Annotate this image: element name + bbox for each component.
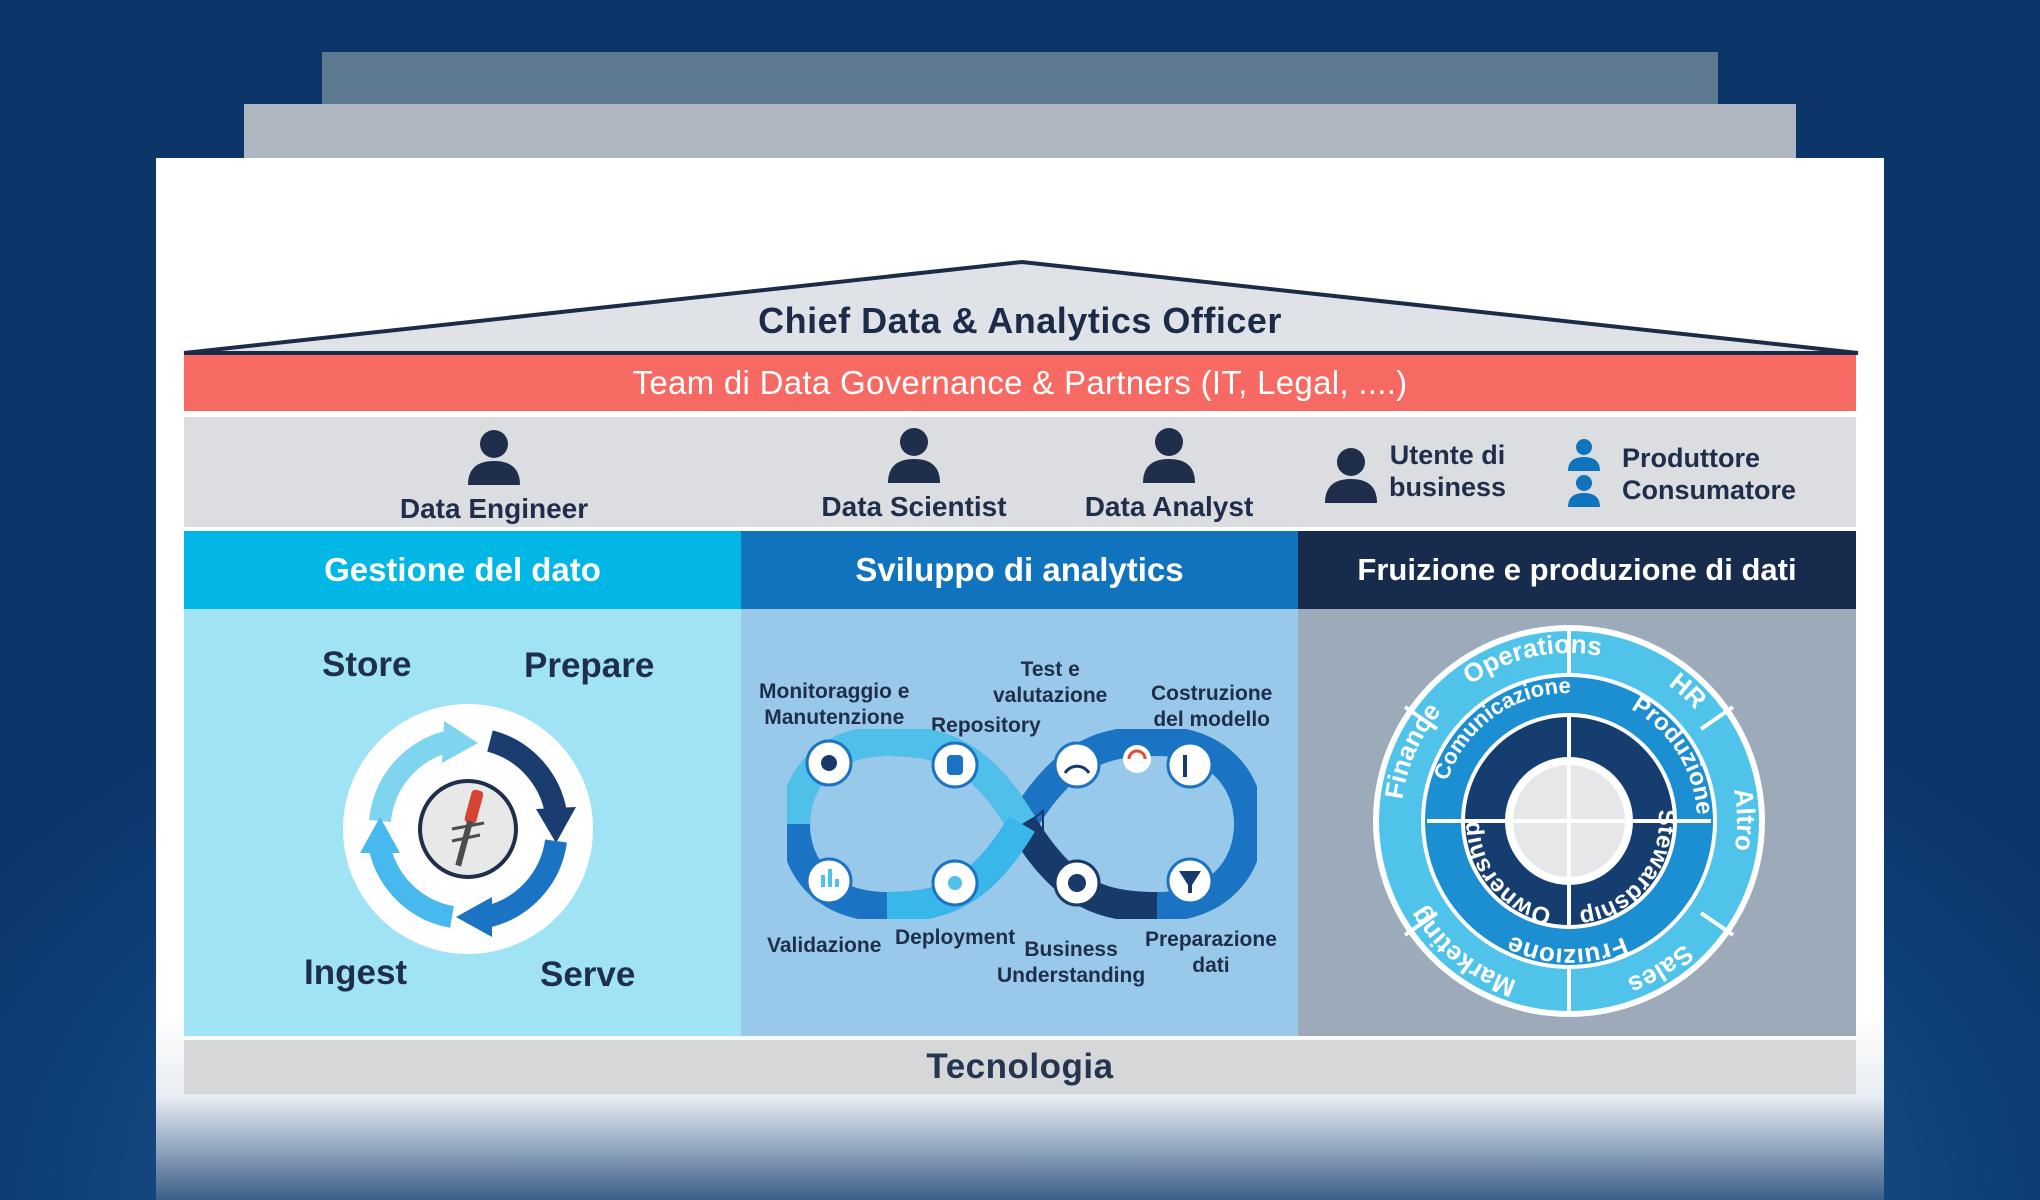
step-line: Preparazione: [1145, 928, 1277, 951]
roles-bar: Data Engineer Data Scientist Data Analys…: [184, 417, 1856, 527]
analytics-infinity-loop: [787, 729, 1257, 919]
column-body: Monitoraggio e Manutenzione Test e valut…: [741, 609, 1298, 1036]
technology-bar: Tecnologia: [184, 1040, 1856, 1094]
team-governance-bar: Team di Data Governance & Partners (IT, …: [184, 355, 1856, 411]
step-line: Monitoraggio e: [759, 680, 910, 703]
step-line: Business: [1024, 938, 1118, 961]
step-line: Costruzione: [1151, 682, 1273, 705]
role-data-engineer: Data Engineer: [344, 427, 644, 525]
role-label-line1: Utente di: [1389, 440, 1506, 470]
step-line: dati: [1192, 954, 1230, 977]
role-label: Data Analyst: [1084, 491, 1254, 522]
role-label: Data Engineer: [399, 493, 589, 524]
step-line: Understanding: [997, 964, 1146, 987]
producer-consumer-icon: [1568, 439, 1600, 507]
column-body: Sales Marketing Finance Operations HR Al…: [1298, 609, 1856, 1036]
step-line: Manutenzione: [764, 706, 905, 729]
cycle-label-ingest: Ingest: [304, 953, 408, 992]
step-monitoraggio: Monitoraggio e Manutenzione: [759, 679, 910, 731]
role-data-analyst: Data Analyst: [1019, 425, 1319, 523]
role-label-line2: Consumatore: [1622, 475, 1797, 505]
cycle-label-store: Store: [322, 645, 412, 684]
role-label-line2: business: [1389, 472, 1507, 502]
column-sviluppo: Sviluppo di analytics Monitoraggio e Man…: [741, 531, 1298, 1036]
step-line: del modello: [1153, 708, 1271, 731]
role-label: Data Scientist: [821, 491, 1007, 522]
column-title: Fruizione e produzione di dati: [1298, 531, 1856, 609]
column-gestione: Gestione del dato Store Prepare Ingest S…: [184, 531, 741, 1036]
step-validazione: Validazione: [767, 934, 882, 957]
data-lifecycle-cycle: [343, 704, 593, 954]
step-line: Test e: [1020, 658, 1080, 681]
person-icon: [1143, 428, 1195, 483]
roof-title: Chief Data & Analytics Officer: [758, 300, 1282, 341]
step-test: Test e valutazione: [993, 657, 1107, 709]
column-title: Sviluppo di analytics: [741, 531, 1298, 609]
step-preparazione: Preparazione dati: [1145, 927, 1277, 979]
person-icon: [468, 430, 520, 485]
cycle-label-serve: Serve: [540, 955, 636, 994]
column-fruizione: Fruizione e produzione di dati: [1298, 531, 1856, 1036]
step-line: valutazione: [993, 684, 1108, 707]
outer-label-altro: Altro: [1728, 786, 1761, 852]
role-label-line1: Produttore: [1622, 443, 1760, 473]
role-business-user: Utente di business: [1389, 439, 1506, 503]
step-nodes: [805, 739, 1214, 907]
business-user-icon: [1325, 448, 1377, 503]
person-icon: [888, 428, 940, 483]
role-data-scientist: Data Scientist: [764, 425, 1064, 523]
step-costruzione: Costruzione del modello: [1151, 681, 1272, 733]
step-deployment: Deployment: [895, 926, 1016, 949]
column-title: Gestione del dato: [184, 531, 741, 609]
step-repository: Repository: [931, 714, 1041, 737]
fruizione-rings: Sales Marketing Finance Operations HR Al…: [1373, 625, 1765, 1017]
cycle-label-prepare: Prepare: [524, 646, 655, 685]
column-body: Store Prepare Ingest Serve: [184, 609, 741, 1036]
role-producer-consumer: Produttore Consumatore: [1622, 442, 1796, 506]
step-business: Business Understanding: [997, 937, 1145, 989]
